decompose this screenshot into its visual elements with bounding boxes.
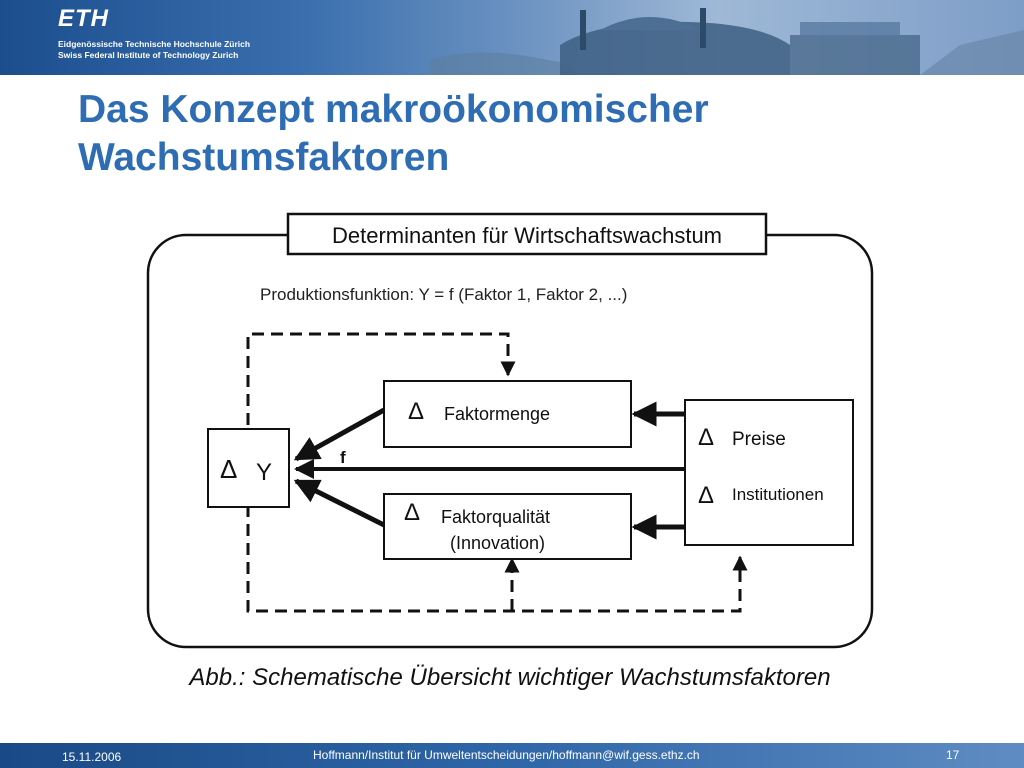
institutionen-delta: Δ bbox=[698, 482, 714, 509]
preise-delta: Δ bbox=[698, 424, 714, 451]
title-box-text: Determinanten für Wirtschaftswachstum bbox=[332, 223, 722, 248]
arrow-faktorqualitaet-to-y bbox=[296, 481, 384, 525]
faktorqualitaet-delta: Δ bbox=[404, 499, 420, 526]
delta-y-symbol: Δ bbox=[220, 454, 237, 484]
page-number: 17 bbox=[946, 748, 959, 762]
institution-name-de: Eidgenössische Technische Hochschule Zür… bbox=[58, 39, 250, 49]
slide-title-line1: Das Konzept makroökonomischer bbox=[78, 88, 709, 131]
header-banner: ETH Eidgenössische Technische Hochschule… bbox=[0, 0, 1024, 75]
faktormenge-label: Faktormenge bbox=[444, 404, 550, 424]
figure-caption: Abb.: Schematische Übersicht wichtiger W… bbox=[100, 664, 920, 692]
faktormenge-delta: Δ bbox=[408, 398, 424, 425]
preise-label: Preise bbox=[732, 429, 786, 450]
delta-y-label: Y bbox=[256, 459, 272, 486]
growth-factors-diagram: Determinanten für Wirtschaftswachstum Pr… bbox=[130, 205, 890, 655]
eth-logo: ETH bbox=[58, 7, 109, 31]
faktorqualitaet-label: Faktorqualität bbox=[441, 507, 550, 527]
footer-author: Hoffmann/Institut für Umweltentscheidung… bbox=[313, 748, 700, 762]
f-label: f bbox=[340, 448, 346, 467]
production-function-text: Produktionsfunktion: Y = f (Faktor 1, Fa… bbox=[260, 285, 627, 304]
institutionen-label: Institutionen bbox=[732, 485, 824, 504]
determinants-box bbox=[685, 400, 853, 545]
building-photo bbox=[0, 0, 1024, 75]
footer-date: 15.11.2006 bbox=[62, 750, 121, 764]
slide-title-line2: Wachstumsfaktoren bbox=[78, 136, 449, 179]
institution-name-en: Swiss Federal Institute of Technology Zu… bbox=[58, 50, 238, 60]
slide-title: Das Konzept makroökonomischer Wachstumsf… bbox=[78, 86, 978, 182]
innovation-label: (Innovation) bbox=[450, 533, 545, 553]
footer-bar: 15.11.2006 Hoffmann/Institut für Umwelte… bbox=[0, 743, 1024, 768]
